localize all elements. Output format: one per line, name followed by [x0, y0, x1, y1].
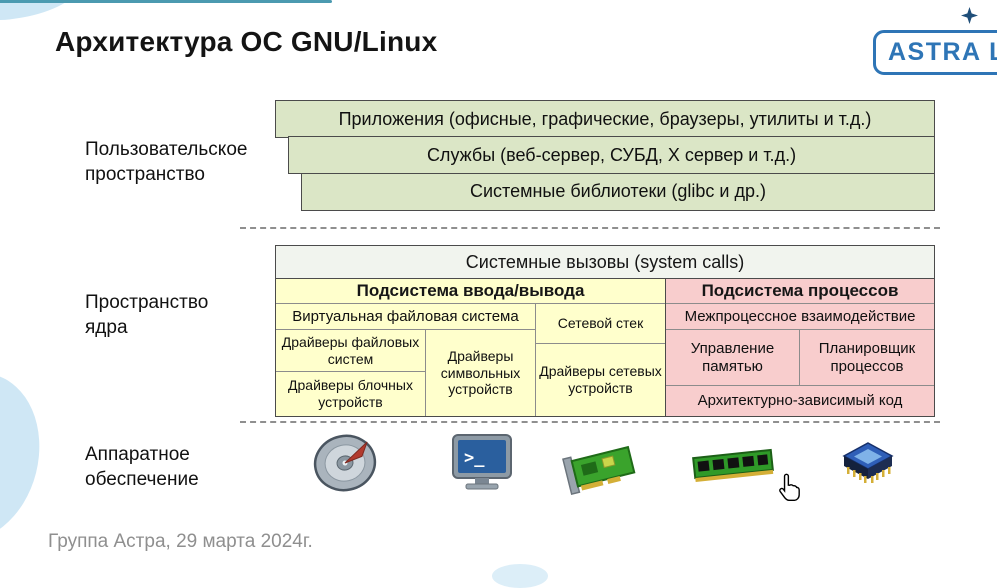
io-left-block: Виртуальная файловая система Драйверы фа…: [276, 304, 536, 416]
io-subsystem-title: Подсистема ввода/вывода: [276, 279, 665, 304]
cell-fs-drivers: Драйверы файловых систем: [276, 330, 425, 372]
star-icon: [961, 7, 978, 24]
cell-memory-management: Управление памятью: [666, 330, 800, 385]
cell-arch-code: Архитектурно-зависимый код: [697, 392, 903, 410]
decor-teal-line: [0, 0, 332, 3]
network-card-icon: [560, 438, 644, 501]
user-space-stack: Приложения (офисные, графические, браузе…: [275, 100, 935, 211]
page-title: Архитектура ОС GNU/Linux: [55, 26, 438, 57]
hdd-icon: [308, 428, 382, 503]
footer-text: Группа Астра, 29 марта 2024г.: [48, 531, 313, 552]
cell-vfs: Виртуальная файловая система: [276, 304, 535, 330]
io-driver-columns: Драйверы файловых систем Драйверы блочны…: [276, 330, 535, 416]
divider-kernel-hardware: [240, 421, 940, 423]
cell-network-stack: Сетевой стек: [536, 304, 665, 344]
decor-blob-bottomleft: [0, 358, 57, 556]
kernel-table: Системные вызовы (system calls) Подсисте…: [275, 245, 935, 417]
io-subsystem-body: Виртуальная файловая система Драйверы фа…: [276, 304, 665, 416]
cell-net-drivers: Драйверы сетевых устройств: [539, 363, 662, 396]
cpu-icon: [838, 438, 898, 495]
decor-blob-bottom: [492, 564, 548, 588]
process-subsystem: Подсистема процессов Межпроцессное взаим…: [666, 279, 934, 416]
cell-block-drivers: Драйверы блочных устройств: [288, 377, 413, 410]
io-subsystem: Подсистема ввода/вывода Виртуальная файл…: [276, 279, 666, 416]
syscalls-row: Системные вызовы (system calls): [276, 246, 934, 279]
user-space-row-libraries: Системные библиотеки (glibc и др.): [301, 172, 935, 211]
label-user-space: Пользовательское пространство: [85, 139, 248, 186]
io-driver-col-fs-block: Драйверы файловых систем Драйверы блочны…: [276, 330, 426, 416]
io-right-block: Сетевой стек Драйверы сетевых устройств: [536, 304, 665, 416]
label-kernel-space: Пространство ядра: [85, 292, 209, 339]
cell-char-drivers: Драйверы символьных устройств: [440, 348, 521, 398]
divider-user-kernel: [240, 227, 940, 229]
kernel-body: Подсистема ввода/вывода Виртуальная файл…: [276, 279, 934, 416]
ram-icon: [690, 440, 776, 493]
astra-linux-logo: ASTRA LIN: [873, 30, 997, 75]
cell-scheduler: Планировщик процессов: [818, 339, 916, 375]
user-space-row-applications: Приложения (офисные, графические, браузе…: [275, 100, 935, 138]
label-hardware: Аппаратное обеспечение: [85, 444, 199, 491]
hand-cursor-icon: [778, 473, 800, 506]
user-space-row-services: Службы (веб-сервер, СУБД, X сервер и т.д…: [288, 136, 935, 175]
terminal-icon: >_: [449, 432, 515, 499]
cell-ipc: Межпроцессное взаимодействие: [666, 304, 934, 330]
decor-blob-topleft: [0, 0, 81, 29]
svg-text:>_: >_: [464, 448, 485, 468]
astra-linux-logo-text: ASTRA LIN: [888, 38, 997, 66]
process-subsystem-title: Подсистема процессов: [666, 279, 934, 304]
process-mid-row: Управление памятью Планировщик процессов: [666, 330, 934, 386]
